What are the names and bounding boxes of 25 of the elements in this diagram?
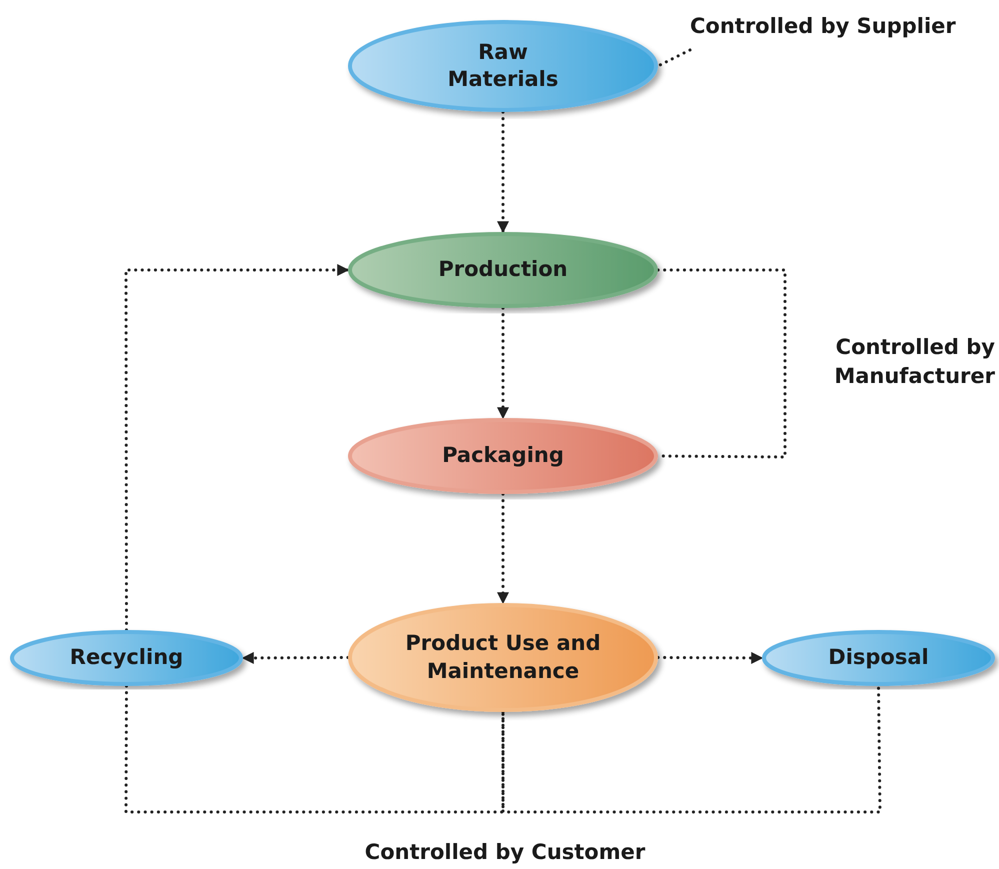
annotation-text: Controlled by Manufacturer [833, 334, 995, 390]
arrow [497, 110, 509, 234]
connector-line [124, 684, 504, 814]
connector-line [502, 684, 882, 814]
connector-line [656, 268, 786, 459]
node-label: Packaging [442, 442, 564, 470]
arrow [497, 306, 509, 420]
node-label: Disposal [828, 644, 929, 672]
node-label: Recycling [70, 644, 184, 672]
annotation-text: Controlled by Customer [364, 839, 646, 866]
process-ellipse [348, 603, 658, 712]
process-ellipse [348, 20, 658, 112]
node-label: Production [438, 256, 568, 284]
process-ellipse [348, 418, 658, 494]
arrow [124, 264, 350, 632]
node-label: Raw Materials [446, 38, 560, 93]
process-ellipse [10, 630, 243, 686]
arrow [242, 652, 350, 664]
arrow [656, 652, 764, 664]
annotation-text: Controlled by Supplier [690, 14, 956, 38]
arrow [497, 492, 509, 604]
node-label: Product Use and Maintenance [404, 630, 602, 684]
connector-line [656, 48, 692, 68]
process-ellipse [348, 232, 658, 308]
process-ellipse [762, 630, 995, 686]
